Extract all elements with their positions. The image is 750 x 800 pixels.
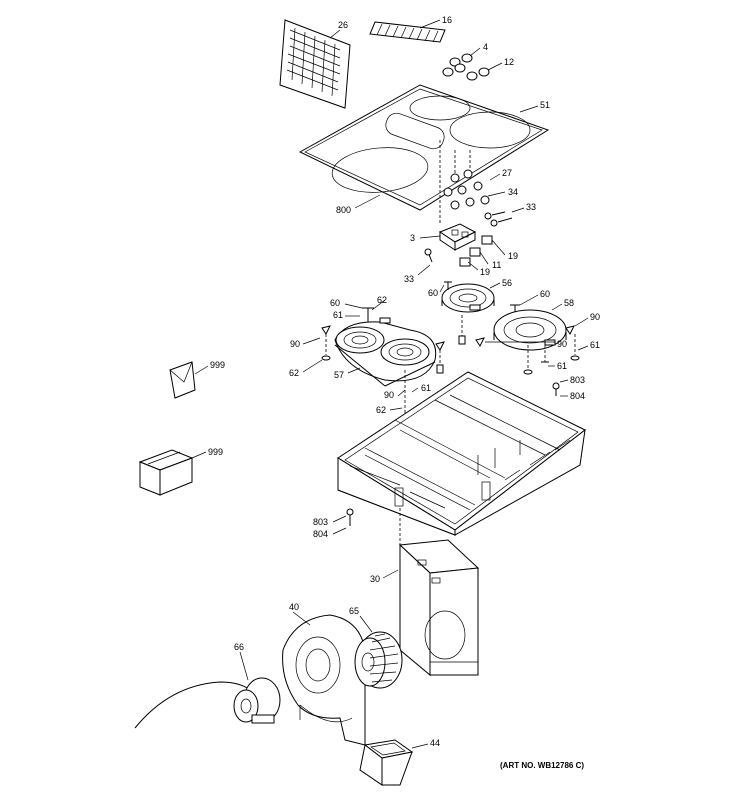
callout-58: 58 [564, 298, 574, 308]
part-33-screws [484, 211, 513, 227]
callout-57: 57 [334, 370, 344, 380]
part-16-vent-strip [369, 21, 446, 43]
callout-19-right: 19 [508, 251, 518, 261]
callout-61-mid: 61 [557, 361, 567, 371]
part-4-knobs [442, 53, 490, 81]
callout-999-envelope: 999 [210, 360, 225, 370]
part-56-element [441, 283, 495, 313]
part-803-screw-right [552, 382, 560, 396]
callout-61-bottom: 61 [421, 383, 431, 393]
part-57-dual-element [334, 321, 437, 387]
callout-3: 3 [410, 233, 415, 243]
callout-90-left: 90 [290, 339, 300, 349]
callout-56: 56 [502, 278, 512, 288]
part-30-duct [398, 539, 480, 677]
callout-803-right: 803 [570, 375, 585, 385]
part-44-transition [359, 739, 414, 786]
part-999-box [138, 449, 194, 496]
part-40-blower-housing [282, 614, 366, 746]
part-3-switch [438, 223, 477, 251]
main-housing-box [337, 371, 586, 536]
callout-60-left: 60 [330, 298, 340, 308]
callout-90-mid: 90 [557, 339, 567, 349]
callout-65: 65 [349, 606, 359, 616]
callout-800: 800 [336, 205, 351, 215]
part-33-screw-left [424, 248, 433, 263]
callout-803-left: 803 [313, 517, 328, 527]
callout-62-left: 62 [289, 368, 299, 378]
callout-90-right: 90 [590, 312, 600, 322]
callout-804-left: 804 [313, 529, 328, 539]
callout-60-right: 60 [540, 289, 550, 299]
callout-40: 40 [289, 602, 299, 612]
part-27-washers [439, 140, 490, 225]
callout-27: 27 [502, 168, 512, 178]
callout-61-left: 61 [333, 310, 343, 320]
callout-33-lower: 33 [404, 274, 414, 284]
part-65-blower-wheel [354, 631, 403, 689]
part-26-grille [279, 19, 351, 109]
art-number: (ART NO. WB12786 C) [500, 761, 584, 770]
callout-44: 44 [430, 738, 440, 748]
callout-30: 30 [370, 574, 380, 584]
part-60-brackets [362, 281, 556, 346]
part-90-screws [321, 315, 580, 440]
callout-33-upper: 33 [526, 202, 536, 212]
callout-60-mid: 60 [428, 288, 438, 298]
part-66-motor [134, 677, 281, 729]
callout-34: 34 [508, 187, 518, 197]
callout-62-top: 62 [377, 295, 387, 305]
callout-804-right: 804 [570, 391, 585, 401]
callout-16: 16 [442, 15, 452, 25]
callout-90-bottom: 90 [384, 390, 394, 400]
callout-51: 51 [540, 100, 550, 110]
callout-61-right: 61 [590, 340, 600, 350]
callout-12: 12 [504, 57, 514, 67]
callout-11: 11 [492, 260, 501, 270]
callout-999-box: 999 [208, 447, 223, 457]
callout-19-left: 19 [480, 267, 490, 277]
part-803-screw-left [346, 508, 354, 526]
callout-66: 66 [234, 642, 244, 652]
callout-26: 26 [338, 20, 348, 30]
callout-62-bottom: 62 [376, 405, 386, 415]
part-51-cooktop-glass [298, 84, 550, 211]
part-999-envelope [169, 361, 196, 399]
callout-4: 4 [483, 42, 488, 52]
